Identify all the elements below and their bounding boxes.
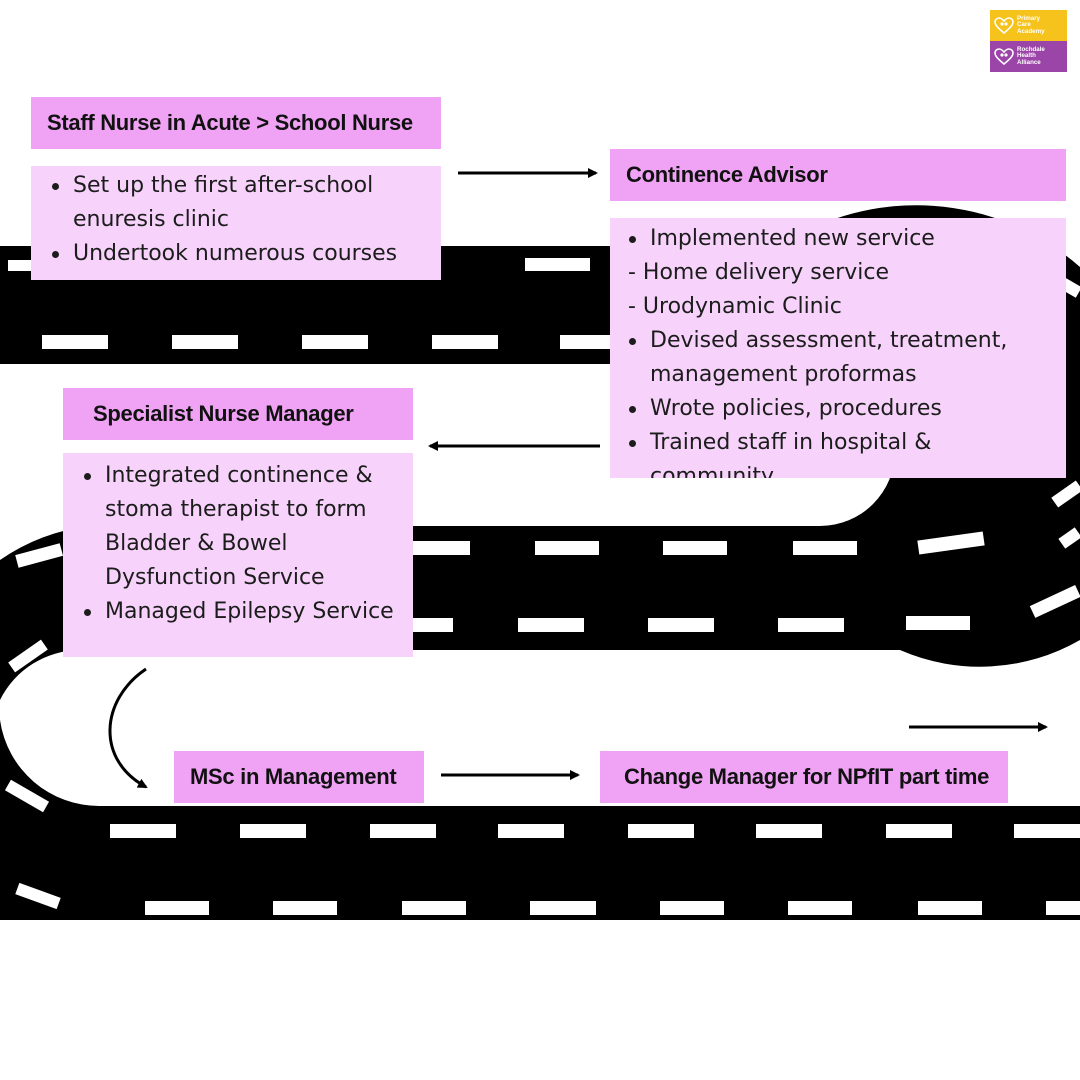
organisation-logo: Primary Care Academy Rochdale Health All…: [990, 10, 1067, 72]
list-item: Implemented new service: [626, 222, 1056, 256]
list-item: Trained staff in hospital & community: [626, 426, 1056, 478]
stage-title-text: Specialist Nurse Manager: [93, 401, 354, 426]
stage-details-specialist-nurse-manager: Integrated continence & stoma therapist …: [63, 453, 413, 657]
stage-details-list: Integrated continence & stoma therapist …: [81, 459, 399, 629]
stage-title-text: MSc in Management: [190, 764, 397, 789]
heart-people-icon: [994, 16, 1014, 34]
list-item: Undertook numerous courses: [49, 237, 427, 271]
stage-title-msc-management: MSc in Management: [174, 751, 424, 803]
stage-title-continence-advisor: Continence Advisor: [610, 149, 1066, 201]
stage-details-staff-nurse: Set up the first after-school enuresis c…: [31, 166, 441, 280]
list-item: Managed Epilepsy Service: [81, 595, 399, 629]
heart-people-icon: [994, 47, 1014, 65]
list-item: Set up the first after-school enuresis c…: [49, 169, 427, 237]
rochdale-health-alliance-logo: Rochdale Health Alliance: [990, 41, 1067, 72]
list-item: Integrated continence & stoma therapist …: [81, 459, 399, 595]
stage-title-text: Staff Nurse in Acute > School Nurse: [47, 110, 413, 135]
primary-care-academy-text: Primary Care Academy: [1017, 14, 1045, 35]
stage-title-staff-nurse: Staff Nurse in Acute > School Nurse: [31, 97, 441, 149]
list-item: - Home delivery service: [628, 260, 890, 285]
list-item: Wrote policies, procedures: [626, 392, 1056, 426]
list-item: - Urodynamic Clinic: [628, 294, 842, 319]
rochdale-health-alliance-text: Rochdale Health Alliance: [1017, 45, 1045, 66]
primary-care-academy-logo: Primary Care Academy: [990, 10, 1067, 41]
stage-details-continence-advisor: Implemented new service - Home delivery …: [610, 218, 1066, 478]
stage-title-specialist-nurse-manager: Specialist Nurse Manager: [63, 388, 413, 440]
flow-arrows: [108, 168, 1048, 789]
arrow-curved-down: [108, 667, 148, 789]
lane-dashes: [4, 258, 1080, 915]
list-item: Devised assessment, treatment, managemen…: [626, 324, 1056, 392]
stage-details-list: Set up the first after-school enuresis c…: [49, 169, 427, 271]
stage-details-list: Implemented new service - Home delivery …: [626, 222, 1056, 478]
stage-title-text: Continence Advisor: [626, 162, 828, 187]
stage-title-text: Change Manager for NPfIT part time: [624, 764, 990, 789]
stage-title-change-manager: Change Manager for NPfIT part time: [600, 751, 1008, 803]
